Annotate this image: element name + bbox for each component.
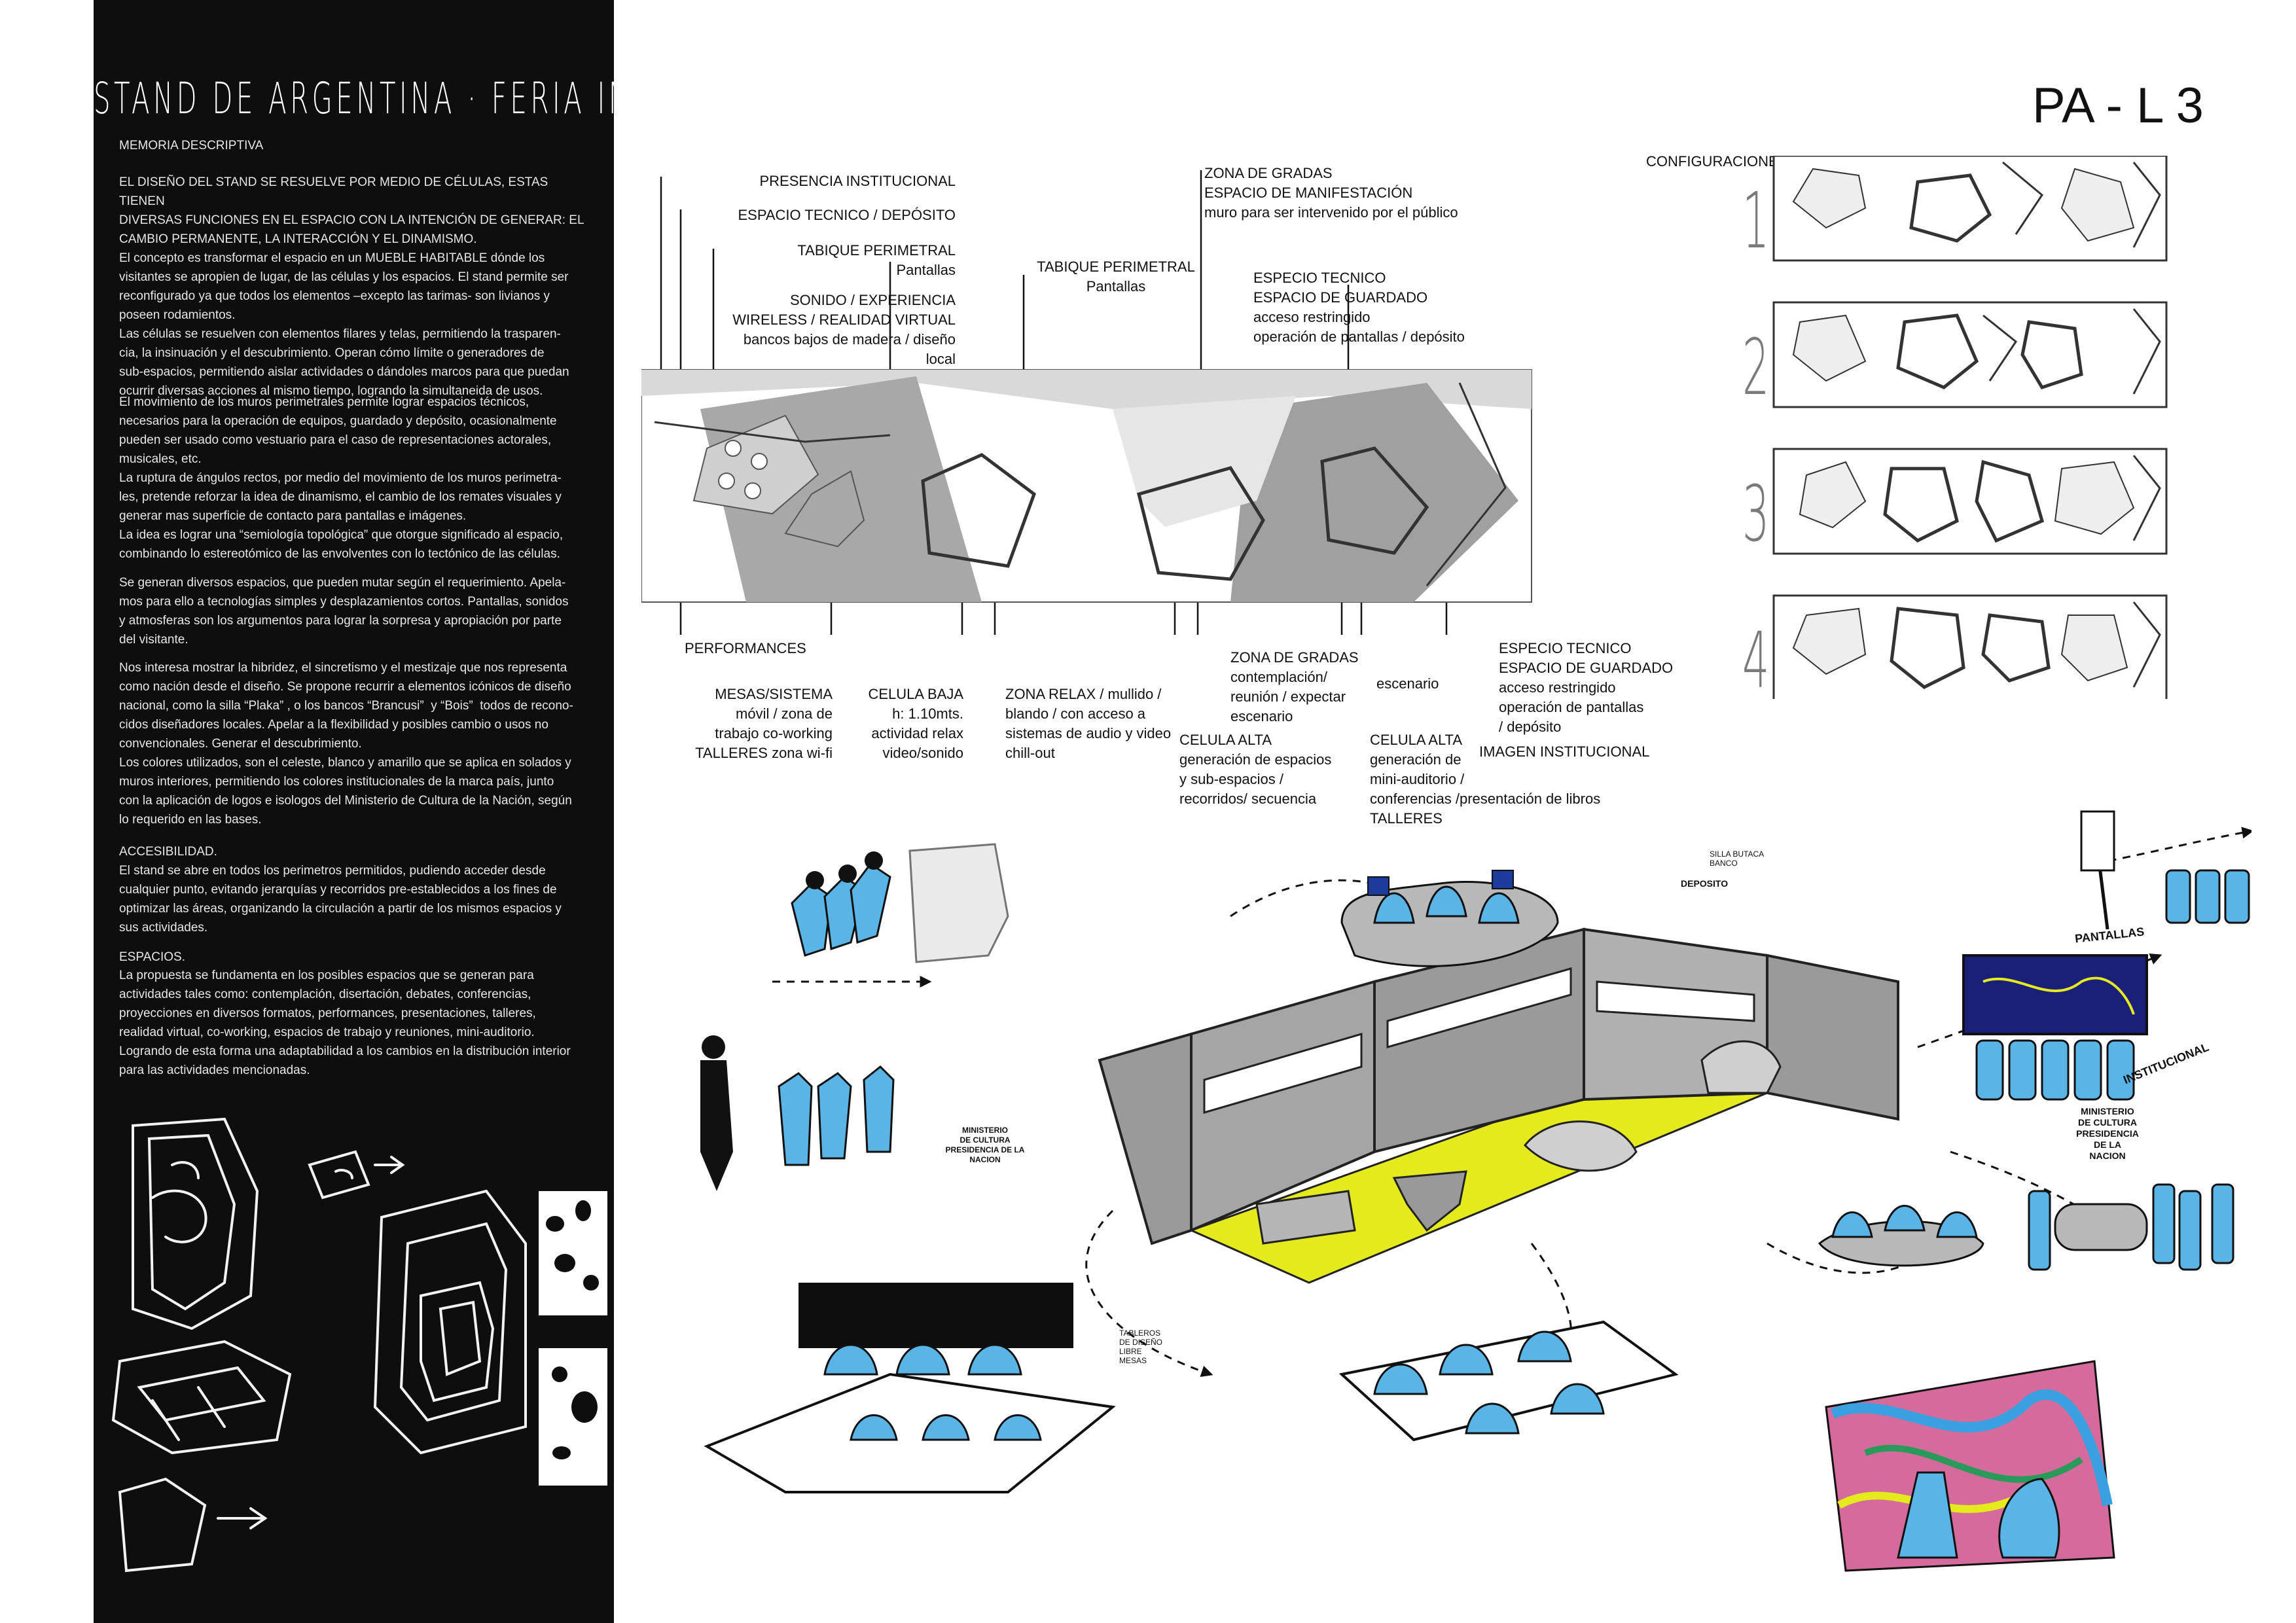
- memoria-paragraph-4: Nos interesa mostrar la hibridez, el sin…: [119, 661, 573, 827]
- projection-performance: [1825, 1360, 2115, 1572]
- accesibilidad-heading: ACCESIBILIDAD.: [119, 845, 217, 859]
- memoria-paragraph-6: La propuesta se fundamenta en los posibl…: [119, 969, 571, 1077]
- label-celula-alta-2: CELULA ALTA generación de mini-auditorio…: [1370, 732, 1601, 827]
- note-tableros: TABLEROS DE DISEÑO LIBRE MESAS: [1119, 1329, 1163, 1365]
- config-plan-1: [1772, 156, 2168, 262]
- label-tabique-perimetral-2: TABIQUE PERIMETRAL Pantallas: [1037, 259, 1195, 294]
- configuraciones-plans: [1772, 156, 2168, 699]
- label-performances: PERFORMANCES: [685, 640, 806, 656]
- screen-audience: [1962, 954, 2148, 1101]
- memoria-panel: [94, 0, 614, 1623]
- label-espacio-tecnico-deposito: ESPACIO TECNICO / DEPÓSITO: [738, 207, 956, 223]
- note-deposito: DEPOSITO: [1681, 878, 1729, 889]
- config-plan-3: [1772, 448, 2168, 555]
- coworking-tables: [1338, 1320, 1679, 1442]
- label-zona-relax: ZONA RELAX / mullido / blando / con acce…: [1005, 686, 1172, 761]
- note-ministerio-left: MINISTERIO DE CULTURA PRESIDENCIA DE LA …: [945, 1126, 1025, 1164]
- label-especio-tecnico-bottom: ESPECIO TECNICO ESPACIO DE GUARDADO acce…: [1499, 640, 1674, 735]
- config-number-1: 1: [1742, 175, 1770, 266]
- sheet-code: PA - L 3: [2032, 78, 2204, 134]
- label-sonido-experiencia: SONIDO / EXPERIENCIA WIRELESS / REALIDAD…: [732, 292, 956, 367]
- label-mesas-sistema: MESAS/SISTEMA móvil / zona de trabajo co…: [695, 686, 833, 761]
- people-pushing-cell: [791, 843, 1009, 963]
- stand-plan: [641, 170, 1532, 635]
- config-plan-4: [1772, 594, 2168, 699]
- note-ministerio-right: MINISTERIO DE CULTURA PRESIDENCIA DE LA …: [2076, 1106, 2139, 1161]
- note-silla-butaca: SILLA BUTACA BANCO: [1710, 849, 1765, 868]
- config-number-2: 2: [1742, 322, 1770, 412]
- label-celula-baja: CELULA BAJA h: 1.10mts. actividad relax …: [868, 686, 963, 761]
- label-tabique-perimetral-1: TABIQUE PERIMETRAL Pantallas: [797, 242, 956, 278]
- work-table-group: [1340, 870, 1559, 967]
- memoria-heading: MEMORIA DESCRIPTIVA: [119, 139, 264, 152]
- memoria-paragraph-1: EL DISEÑO DEL STAND SE RESUELVE POR MEDI…: [119, 175, 584, 398]
- label-zona-de-gradas-bottom: ZONA DE GRADAS contemplación/ reunión / …: [1230, 649, 1359, 724]
- label-presencia-institucional: PRESENCIA INSTITUCIONAL: [759, 173, 956, 189]
- concept-sketches: [111, 1117, 607, 1573]
- page-title: STAND DE ARGENTINA · FERIA INTERNACIONAL…: [94, 73, 1658, 124]
- label-zona-de-gradas-top: ZONA DE GRADAS ESPACIO DE MANIFESTACIÓN …: [1204, 165, 1458, 221]
- memoria-paragraph-5: El stand se abre en todos los perimetros…: [119, 864, 562, 935]
- config-number-3: 3: [1742, 469, 1770, 559]
- label-escenario: escenario: [1376, 675, 1439, 692]
- memoria-paragraph-3: Se generan diversos espacios, que pueden…: [119, 576, 569, 647]
- config-number-4: 4: [1742, 615, 1770, 705]
- espacios-heading: ESPACIOS.: [119, 950, 186, 964]
- label-celula-alta-1: CELULA ALTA generación de espacios y sub…: [1179, 732, 1332, 807]
- memoria-paragraph-2: El movimiento de los muros perimetrales …: [119, 395, 564, 561]
- performance-group: [700, 1035, 895, 1191]
- label-especio-tecnico-top: ESPECIO TECNICO ESPACIO DE GUARDADO acce…: [1253, 270, 1465, 345]
- mini-auditorium: [704, 1283, 1116, 1493]
- perspective-sketch: [700, 810, 2251, 1572]
- virtual-reality-group: [2080, 810, 2250, 930]
- label-imagen-institucional: IMAGEN INSTITUCIONAL: [1479, 743, 1650, 760]
- configuraciones-title: CONFIGURACIONES: [1646, 153, 1788, 169]
- config-plan-2: [1772, 301, 2168, 408]
- relax-group: [1818, 1183, 2234, 1271]
